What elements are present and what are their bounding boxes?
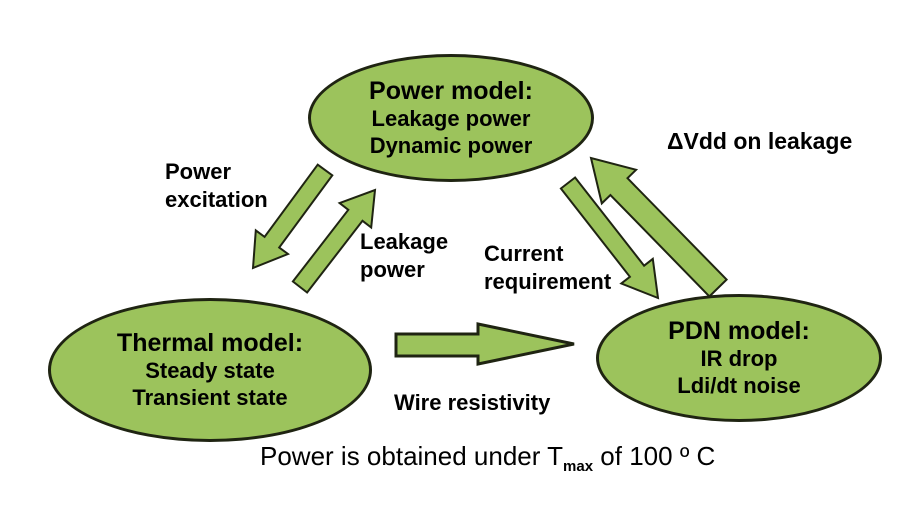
node-power-line: Dynamic power (369, 132, 533, 158)
label-wire-resistivity: Wire resistivity (394, 390, 551, 415)
arrow-power-to-pdn (559, 176, 660, 300)
caption-power-tmax: Power is obtained under Tmax of 100 º C (260, 441, 716, 475)
node-pdn-line: Ldi/dt noise (677, 372, 801, 398)
label-dvdd-on-leakage: ΔVdd on leakage (667, 128, 853, 154)
node-thermal-line: Steady state (145, 358, 275, 384)
node-thermal-model: Thermal model: Steady state Transient st… (48, 298, 372, 442)
node-power-model: Power model: Leakage power Dynamic power (308, 54, 594, 182)
label-current-requirement: Current requirement (484, 240, 611, 296)
label-power-excitation: Power excitation (165, 158, 268, 214)
label-line: requirement (484, 269, 612, 294)
node-power-title: Power model: (369, 76, 533, 105)
node-pdn-title: PDN model: (668, 316, 810, 345)
caption-subscript: max (563, 458, 594, 475)
label-line: Leakage (360, 229, 449, 254)
arrow-thermal-to-pdn (394, 322, 575, 366)
caption-suffix: of 100 º C (593, 441, 716, 471)
label-line: Current (484, 241, 564, 266)
node-thermal-title: Thermal model: (116, 328, 304, 357)
label-leakage-power: Leakage power (360, 228, 448, 284)
caption-prefix: Power is obtained under T (260, 441, 564, 471)
arrow-thermal-to-power (291, 188, 377, 294)
label-line: Power (165, 159, 232, 184)
label-line: excitation (165, 187, 268, 212)
arrow-pdn-to-power (589, 156, 729, 298)
arrow-power-to-thermal (251, 163, 334, 270)
node-pdn-model: PDN model: IR drop Ldi/dt noise (596, 294, 882, 422)
node-power-line: Leakage power (371, 106, 531, 132)
node-thermal-line: Transient state (132, 384, 288, 410)
node-pdn-line: IR drop (700, 346, 778, 372)
label-line: power (360, 257, 425, 282)
